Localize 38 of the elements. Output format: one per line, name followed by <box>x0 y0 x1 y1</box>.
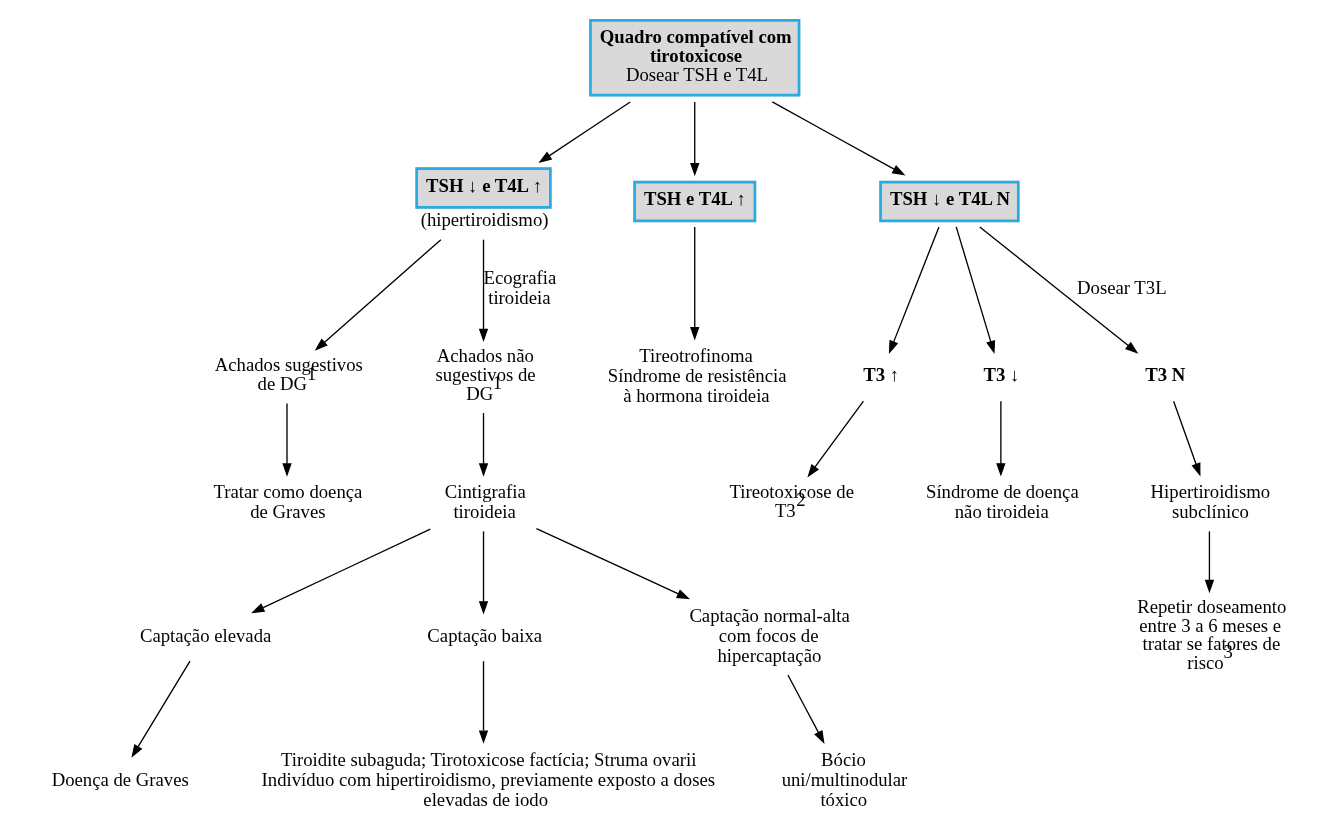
node-label: (hipertiroidismo) <box>420 209 548 231</box>
arrow <box>250 528 431 614</box>
arrow <box>995 400 1006 477</box>
arrow <box>955 226 995 355</box>
arrow <box>806 400 864 478</box>
node-text: Captação baixa <box>426 625 542 647</box>
arrow <box>535 527 690 600</box>
arrow <box>786 674 825 744</box>
arrow <box>281 402 292 477</box>
edge-label: Dosear T3L <box>1076 276 1167 298</box>
node-text: Captação normal-alta com focos de hipercaptação <box>688 605 850 667</box>
arrow <box>1172 400 1200 477</box>
node-text: Hipertiroidismo subclínico <box>1150 480 1270 522</box>
arrow <box>537 101 631 163</box>
node-text: Bócio uni/multinodular tóxico <box>781 748 907 810</box>
node-text: Síndrome de doença não tiroideia <box>925 480 1079 522</box>
arrow <box>689 226 699 341</box>
node-text: Tiroidite subaguda; Tirotoxicose factícia; Struma ovarii Indivíduo com hipertiroidismo, previamente exposto a doses elevadas de iodo <box>261 748 715 810</box>
arrow <box>314 239 442 351</box>
node-text: Cintigrafia tiroideia <box>444 480 526 522</box>
arrow <box>478 660 488 744</box>
arrow <box>689 101 699 177</box>
arrow <box>1204 530 1214 594</box>
node-text: T3 N <box>1144 363 1185 385</box>
node-text: Captação elevada <box>139 625 271 647</box>
arrow <box>771 101 905 176</box>
arrow <box>978 226 1138 354</box>
arrow <box>478 412 488 477</box>
arrow <box>130 660 191 758</box>
arrow <box>888 226 940 354</box>
node-text: T3 ↓ <box>983 363 1019 385</box>
node-text: Tratar como doença de Graves <box>212 480 362 522</box>
edge-label: Ecografia tiroideia <box>483 266 556 308</box>
node-text: Tireotrofinoma Síndrome de resistência à hormona tiroideia <box>607 345 787 407</box>
arrow <box>478 530 488 615</box>
node-text: Doença de Graves <box>51 768 189 790</box>
node-text: T3 ↑ <box>862 363 899 385</box>
arrow <box>478 239 488 343</box>
